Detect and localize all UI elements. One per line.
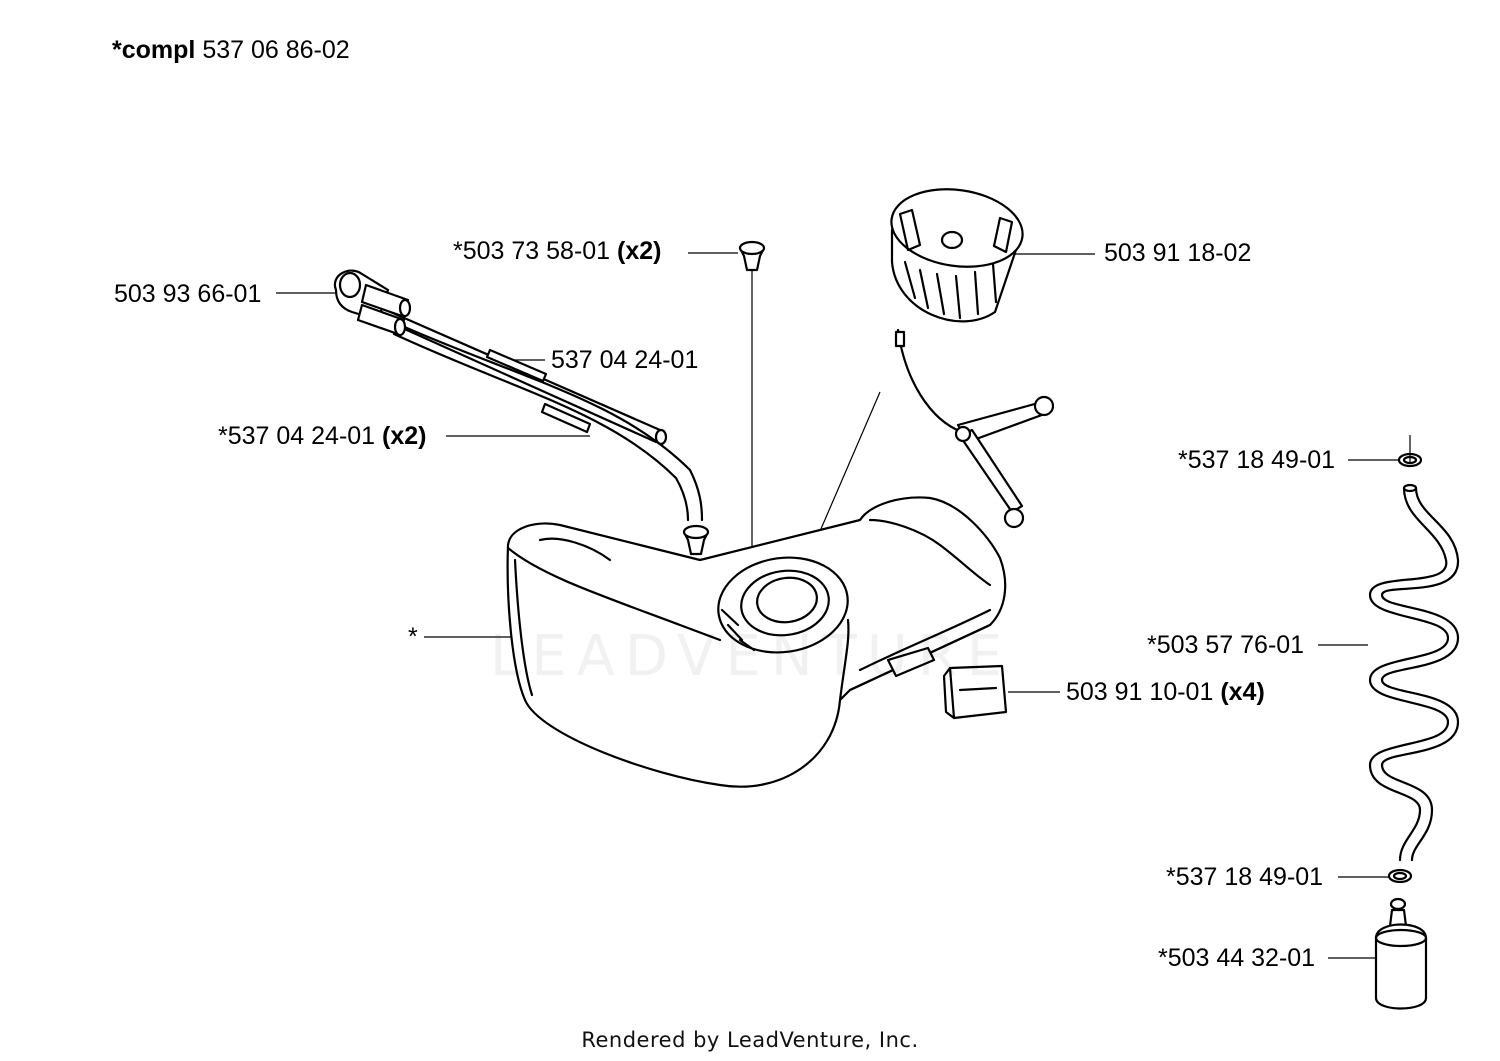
part-number: 537 04 24-01 bbox=[551, 346, 699, 374]
part-number: *503 73 58-01 bbox=[453, 237, 611, 265]
fuel-cap-part bbox=[890, 188, 1055, 529]
part-number: *503 57 76-01 bbox=[1147, 631, 1305, 659]
assembly-title-number: 537 06 86-02 bbox=[202, 36, 350, 64]
part-label-fuel-hose-pair[interactable]: *537 04 24-01 (x2) bbox=[218, 424, 427, 449]
part-number: *503 44 32-01 bbox=[1158, 944, 1316, 972]
part-label-grommet-top[interactable]: *503 73 58-01 (x2) bbox=[453, 239, 662, 264]
part-number: *537 18 49-01 bbox=[1178, 446, 1336, 474]
footer-credit: Rendered by LeadVenture, Inc. bbox=[581, 1028, 919, 1052]
grommet-part bbox=[682, 240, 766, 556]
part-quantity: (x4) bbox=[1220, 678, 1265, 706]
spiral-hose-part bbox=[1368, 452, 1460, 1010]
part-number: *537 04 24-01 bbox=[218, 422, 376, 450]
part-label-spiral-hose[interactable]: *503 57 76-01 bbox=[1147, 633, 1304, 658]
part-label-o-ring-bottom[interactable]: *537 18 49-01 bbox=[1166, 865, 1323, 890]
part-label-tank[interactable]: * bbox=[408, 625, 418, 650]
part-label-fuel-hose[interactable]: 537 04 24-01 bbox=[551, 348, 698, 373]
part-quantity: (x2) bbox=[617, 237, 662, 265]
part-number: * bbox=[408, 623, 418, 651]
part-number: 503 91 10-01 bbox=[1066, 678, 1214, 706]
fuel-tank-part bbox=[506, 496, 1008, 788]
primer-bulb-part bbox=[333, 269, 704, 522]
part-label-rubber-mount[interactable]: 503 91 10-01 (x4) bbox=[1066, 680, 1265, 705]
assembly-title: *compl 537 06 86-02 bbox=[112, 38, 350, 63]
part-number: *537 18 49-01 bbox=[1166, 863, 1324, 891]
part-label-fuel-cap[interactable]: 503 91 18-02 bbox=[1104, 241, 1251, 266]
part-number: 503 91 18-02 bbox=[1104, 239, 1252, 267]
part-label-primer-bulb[interactable]: 503 93 66-01 bbox=[114, 282, 261, 307]
part-label-fuel-filter[interactable]: *503 44 32-01 bbox=[1158, 946, 1315, 971]
part-number: 503 93 66-01 bbox=[114, 280, 262, 308]
assembly-title-prefix: *compl bbox=[112, 36, 196, 64]
part-quantity: (x2) bbox=[382, 422, 427, 450]
watermark-text: LEADVENTURE bbox=[490, 624, 1013, 689]
part-label-o-ring-top[interactable]: *537 18 49-01 bbox=[1178, 448, 1335, 473]
